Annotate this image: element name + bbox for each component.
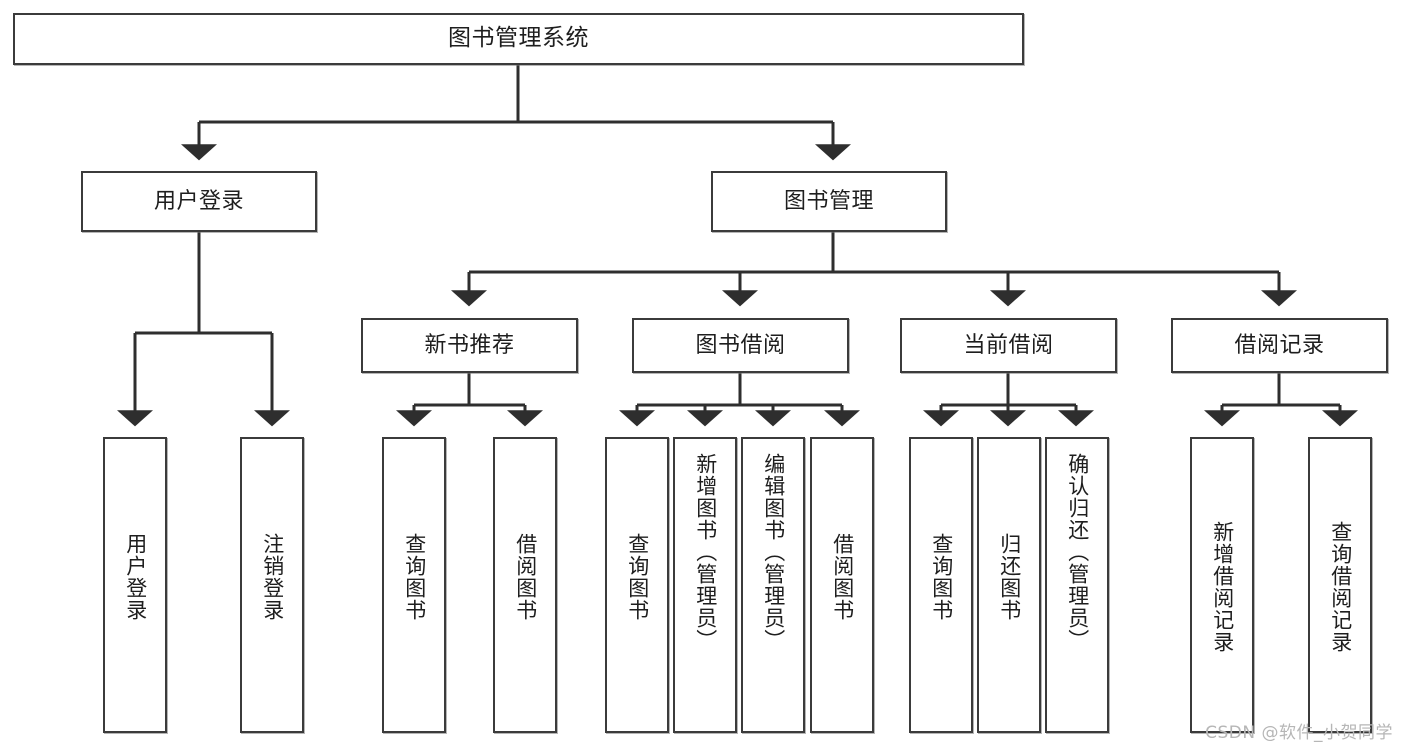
node-leaf-add-borrow-record[interactable]: 新增借阅记录 bbox=[1190, 437, 1254, 733]
node-leaf-return-book[interactable]: 归还图书 bbox=[977, 437, 1041, 733]
node-current-borrow[interactable]: 当前借阅 bbox=[900, 318, 1117, 373]
node-book-management[interactable]: 图书管理 bbox=[711, 171, 947, 232]
node-label: 编辑图书（管理员） bbox=[761, 453, 786, 651]
node-leaf-edit-book-admin[interactable]: 编辑图书（管理员） bbox=[741, 437, 805, 733]
node-leaf-borrow-book[interactable]: 借阅图书 bbox=[810, 437, 874, 733]
node-leaf-query-book-borrow[interactable]: 查询图书 bbox=[605, 437, 669, 733]
node-book-borrow[interactable]: 图书借阅 bbox=[632, 318, 849, 373]
node-label: 当前借阅 bbox=[963, 332, 1054, 358]
csdn-watermark: CSDN @软件_小贺同学 bbox=[1205, 723, 1393, 743]
node-leaf-query-borrow-record[interactable]: 查询借阅记录 bbox=[1308, 437, 1372, 733]
node-label: 图书管理系统 bbox=[448, 25, 589, 52]
node-leaf-logout[interactable]: 注销登录 bbox=[240, 437, 304, 733]
node-label: 新增图书（管理员） bbox=[693, 453, 718, 651]
node-label: 借阅图书 bbox=[830, 533, 855, 621]
node-leaf-borrow-book-recommend[interactable]: 借阅图书 bbox=[493, 437, 557, 733]
node-label: 用户登录 bbox=[153, 188, 244, 214]
node-leaf-confirm-return-admin[interactable]: 确认归还（管理员） bbox=[1045, 437, 1109, 733]
node-leaf-query-book-recommend[interactable]: 查询图书 bbox=[382, 437, 446, 733]
node-label: 查询借阅记录 bbox=[1328, 521, 1353, 653]
node-label: 借阅记录 bbox=[1234, 332, 1325, 358]
node-label: 注销登录 bbox=[260, 533, 285, 621]
node-label: 图书管理 bbox=[783, 188, 874, 214]
node-label: 查询图书 bbox=[929, 533, 954, 621]
node-label: 新书推荐 bbox=[424, 332, 515, 358]
node-user-login[interactable]: 用户登录 bbox=[81, 171, 317, 232]
node-borrow-records[interactable]: 借阅记录 bbox=[1171, 318, 1388, 373]
node-new-book-recommend[interactable]: 新书推荐 bbox=[361, 318, 578, 373]
node-leaf-user-login[interactable]: 用户登录 bbox=[103, 437, 167, 733]
node-label: 新增借阅记录 bbox=[1210, 521, 1235, 653]
node-label: 查询图书 bbox=[402, 533, 427, 621]
node-leaf-query-book-current[interactable]: 查询图书 bbox=[909, 437, 973, 733]
node-label: 查询图书 bbox=[625, 533, 650, 621]
node-label: 归还图书 bbox=[997, 533, 1022, 621]
node-label: 用户登录 bbox=[123, 533, 148, 621]
node-leaf-add-book-admin[interactable]: 新增图书（管理员） bbox=[673, 437, 737, 733]
node-label: 确认归还（管理员） bbox=[1065, 453, 1090, 651]
node-label: 借阅图书 bbox=[513, 533, 538, 621]
node-book-management-system[interactable]: 图书管理系统 bbox=[13, 13, 1024, 65]
node-label: 图书借阅 bbox=[695, 332, 786, 358]
